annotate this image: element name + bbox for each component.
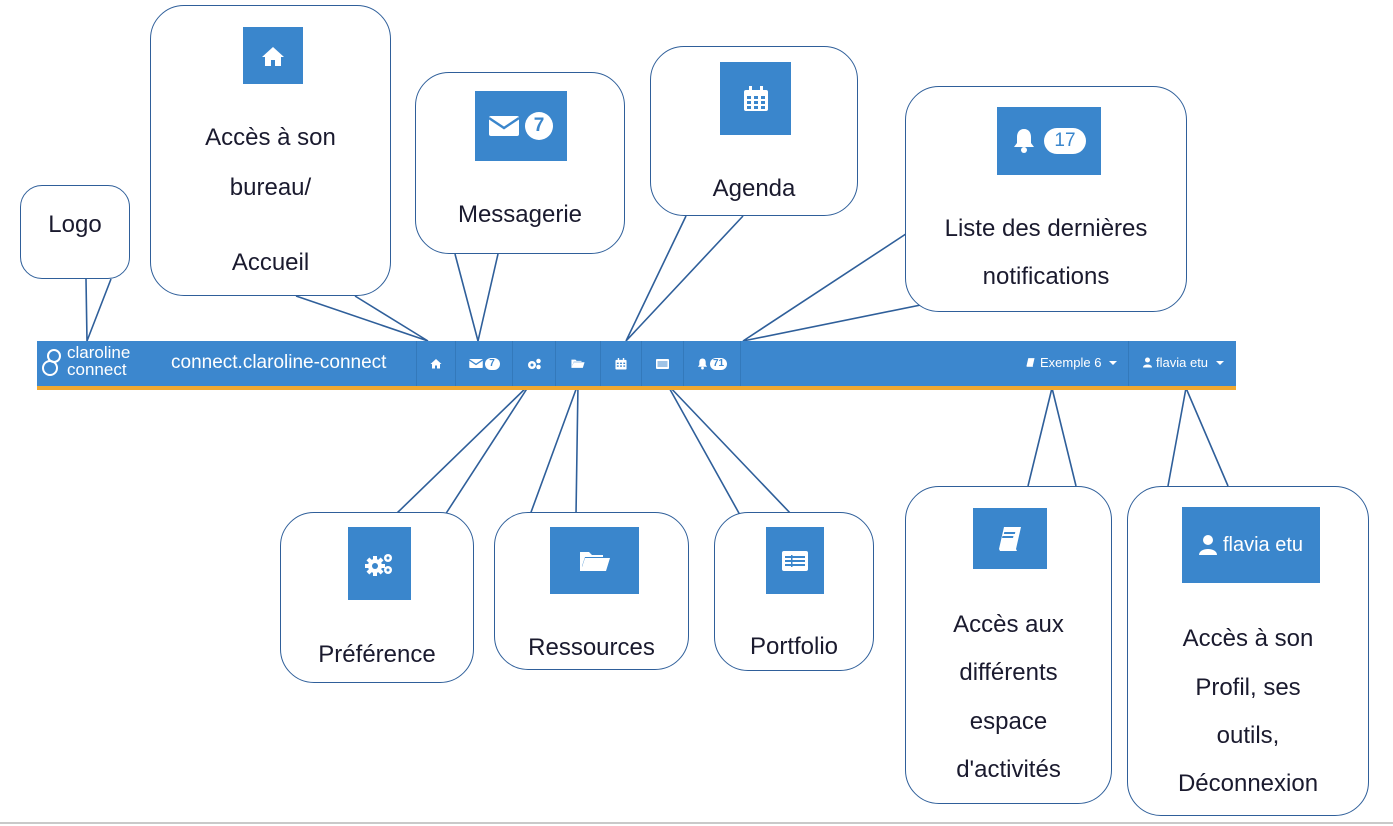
- nav-separator: [512, 341, 513, 386]
- callout-logo: Logo: [20, 185, 130, 279]
- callout-workspaces-line1: Accès aux: [953, 611, 1064, 638]
- callout-agenda: Agenda: [650, 46, 858, 216]
- home-icon: [430, 359, 442, 369]
- callout-notifications: 17 Liste des dernières notifications: [905, 86, 1187, 312]
- nav-separator: [641, 341, 642, 386]
- callout-home-line2: bureau/: [229, 174, 312, 201]
- profile-button-illustration: flavia etu: [1182, 507, 1320, 583]
- portfolio-icon: [766, 527, 824, 594]
- nav-agenda[interactable]: [601, 341, 641, 386]
- callout-workspaces-line2: différents: [959, 659, 1058, 686]
- callout-home: Accès à son bureau/ Accueil: [150, 5, 391, 296]
- nav-separator: [600, 341, 601, 386]
- nav-separator: [683, 341, 684, 386]
- portfolio-icon: [656, 358, 669, 369]
- site-title-link[interactable]: connect.claroline-connect: [171, 352, 387, 373]
- callout-portfolio: Portfolio: [714, 512, 874, 671]
- nav-preferences[interactable]: [513, 341, 555, 386]
- callout-notifications-line1: Liste des dernières: [944, 215, 1148, 242]
- chevron-down-icon: [1216, 360, 1225, 365]
- callout-home-line3: Accueil: [231, 249, 310, 276]
- calendar-icon: [720, 62, 791, 135]
- profile-button-label: flavia etu: [1222, 533, 1304, 556]
- connector-resources: [529, 383, 579, 516]
- callout-messages: 7 Messagerie: [415, 72, 625, 254]
- folder-icon: [571, 359, 585, 368]
- workspace-dropdown-label: Exemple 6: [1040, 355, 1102, 370]
- logo-wordmark[interactable]: claroline connect: [67, 344, 130, 378]
- connector-profile: [1167, 385, 1229, 487]
- nav-separator: [555, 341, 556, 386]
- callout-preferences-text: Préférence: [318, 641, 436, 668]
- callout-messages-text: Messagerie: [457, 201, 583, 228]
- nav-portfolio[interactable]: [642, 341, 683, 386]
- user-dropdown[interactable]: flavia etu: [1143, 355, 1225, 370]
- book-icon: [1026, 358, 1035, 367]
- calendar-icon: [615, 357, 627, 370]
- callout-workspaces-line3: espace: [969, 708, 1048, 735]
- callout-agenda-text: Agenda: [712, 175, 796, 202]
- folder-icon: [550, 527, 639, 594]
- connector-home: [295, 295, 429, 342]
- envelope-icon: [489, 116, 519, 136]
- connector-preferences: [394, 383, 531, 516]
- nav-resources[interactable]: [556, 341, 600, 386]
- top-navbar: claroline connect connect.claroline-conn…: [37, 341, 1236, 390]
- connector-agenda: [625, 215, 744, 342]
- bottom-divider: [0, 822, 1393, 824]
- connector-messages: [454, 253, 499, 342]
- callout-logo-text: Logo: [48, 211, 102, 238]
- messages-icon-box: 7: [475, 91, 567, 161]
- nav-separator: [455, 341, 456, 386]
- nav-messages[interactable]: 7: [456, 341, 512, 386]
- user-icon: [1143, 357, 1152, 368]
- notifications-badge: 17: [1044, 128, 1086, 154]
- gears-icon: [527, 358, 541, 369]
- gears-icon: [348, 527, 411, 600]
- callout-profile: flavia etu Accès à son Profil, ses outil…: [1127, 486, 1369, 816]
- envelope-icon: [468, 359, 483, 368]
- claroline-logo-icon[interactable]: [40, 346, 66, 380]
- nav-separator: [1128, 341, 1129, 386]
- bell-icon: [1014, 129, 1034, 153]
- nav-messages-badge: 7: [484, 357, 500, 370]
- nav-home[interactable]: [417, 341, 455, 386]
- logo-line-1: claroline: [67, 343, 131, 362]
- connector-workspaces: [1027, 387, 1077, 487]
- callout-workspaces: Accès aux différents espace d'activités: [905, 486, 1112, 804]
- nav-notifications-badge: 71: [709, 357, 728, 370]
- nav-notifications[interactable]: 71: [684, 341, 740, 386]
- connector-portfolio: [666, 383, 793, 516]
- notifications-icon-box: 17: [997, 107, 1101, 175]
- user-icon: [1198, 535, 1217, 555]
- user-dropdown-label: flavia etu: [1156, 355, 1209, 370]
- callout-resources-text: Ressources: [528, 634, 655, 661]
- callout-portfolio-text: Portfolio: [749, 633, 839, 660]
- messages-badge: 7: [525, 112, 553, 140]
- callout-profile-line4: Déconnexion: [1177, 770, 1319, 797]
- callout-notifications-line2: notifications: [982, 263, 1110, 290]
- callout-home-line1: Accès à son: [205, 124, 336, 151]
- home-icon: [243, 27, 303, 84]
- callout-profile-line2: Profil, ses: [1195, 674, 1301, 701]
- chevron-down-icon: [1109, 360, 1118, 365]
- connector-logo: [85, 278, 112, 342]
- callout-resources: Ressources: [494, 512, 689, 670]
- callout-preferences: Préférence: [280, 512, 474, 683]
- callout-profile-line3: outils,: [1216, 722, 1280, 749]
- book-icon: [973, 508, 1047, 569]
- callout-profile-line1: Accès à son: [1182, 625, 1314, 652]
- bell-icon: [697, 358, 708, 369]
- logo-line-2: connect: [67, 360, 127, 379]
- nav-separator: [416, 341, 417, 386]
- callout-workspaces-line4: d'activités: [956, 756, 1061, 783]
- nav-separator: [740, 341, 741, 386]
- workspace-dropdown[interactable]: Exemple 6: [1025, 355, 1118, 370]
